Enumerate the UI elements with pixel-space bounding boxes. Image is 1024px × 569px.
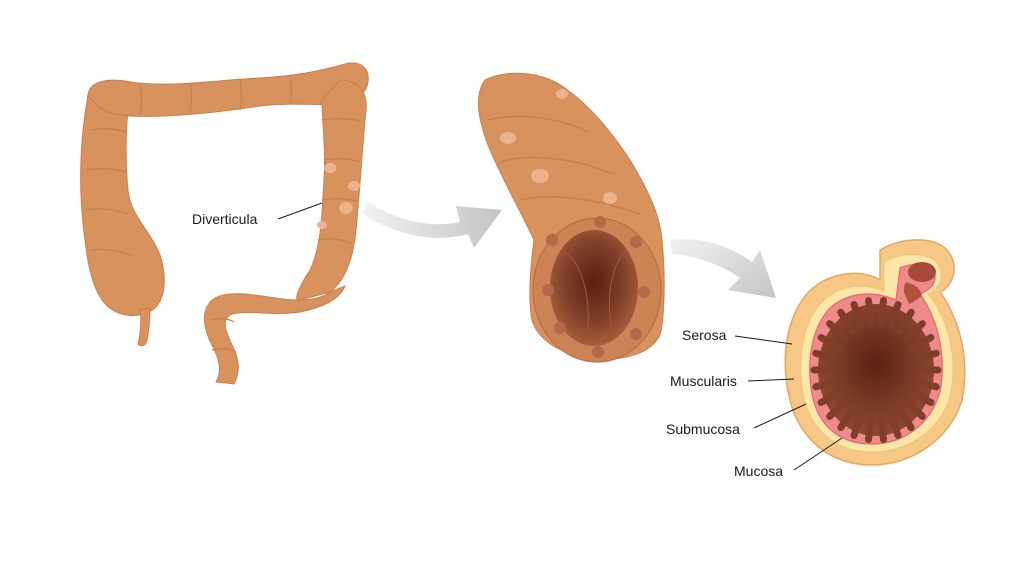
arrow-to-segment <box>362 202 502 248</box>
cross-section-illustration: Serosa Muscularis Submucosa Mucosa <box>666 239 966 479</box>
mucosal-fold <box>812 378 839 391</box>
muscularis-leader <box>747 378 795 382</box>
mucosal-fold <box>850 301 865 329</box>
serosa-leader <box>734 335 793 345</box>
segment-folds <box>487 115 641 215</box>
mucosa-leader <box>793 437 843 471</box>
mucosal-fold <box>903 320 926 342</box>
sigmoid-colon <box>204 285 346 385</box>
serosa-label: Serosa <box>682 327 727 343</box>
mucosal-fold <box>887 411 902 439</box>
mucosal-fold <box>909 388 935 406</box>
segment-pouches <box>500 89 617 204</box>
arrow-to-cross-section <box>670 239 776 298</box>
diverticula-pouches <box>317 163 360 229</box>
mucosal-fold <box>837 406 856 432</box>
mucosal-fold <box>865 414 875 443</box>
segment-rim-pouches <box>542 216 650 358</box>
mucosal-fold <box>826 398 849 420</box>
mucosal-fold <box>913 349 940 362</box>
segment-lumen-folds <box>561 249 627 331</box>
mucosal-fold <box>909 334 935 352</box>
mucosal-fold <box>896 308 915 334</box>
mucosal-fold <box>877 414 887 443</box>
descending-colon <box>296 79 367 301</box>
muscularis-label: Muscularis <box>670 373 737 389</box>
submucosa-label: Submucosa <box>666 421 740 437</box>
mucosa-label: Mucosa <box>734 463 783 479</box>
mucosal-fold <box>817 334 843 352</box>
mucosal-fold <box>865 297 875 326</box>
mucosal-fold <box>837 308 856 334</box>
transverse-colon <box>87 62 369 117</box>
diverticula-label: Diverticula <box>192 211 258 227</box>
diverticula-leader <box>277 202 323 220</box>
mucosal-fold <box>812 349 839 362</box>
colon-illustration: Diverticula <box>80 62 369 385</box>
mucosal-fold <box>877 297 887 326</box>
mucosal-fold <box>850 411 865 439</box>
mucosal-fold <box>903 398 926 420</box>
mucosal-fold <box>887 301 902 329</box>
mucosa-villi <box>810 297 942 443</box>
mucosal-fold <box>817 388 843 406</box>
diverticulum-pouch <box>908 262 936 282</box>
colon-haustra <box>85 75 363 353</box>
mucosal-fold <box>896 406 915 432</box>
submucosa-leader <box>753 403 807 429</box>
mucosal-fold <box>826 320 849 342</box>
colon-segment-illustration <box>477 72 665 363</box>
diverticulum-neck <box>903 282 922 304</box>
appendix <box>137 307 151 347</box>
ascending-colon <box>80 94 165 317</box>
mucosal-fold <box>913 378 940 391</box>
